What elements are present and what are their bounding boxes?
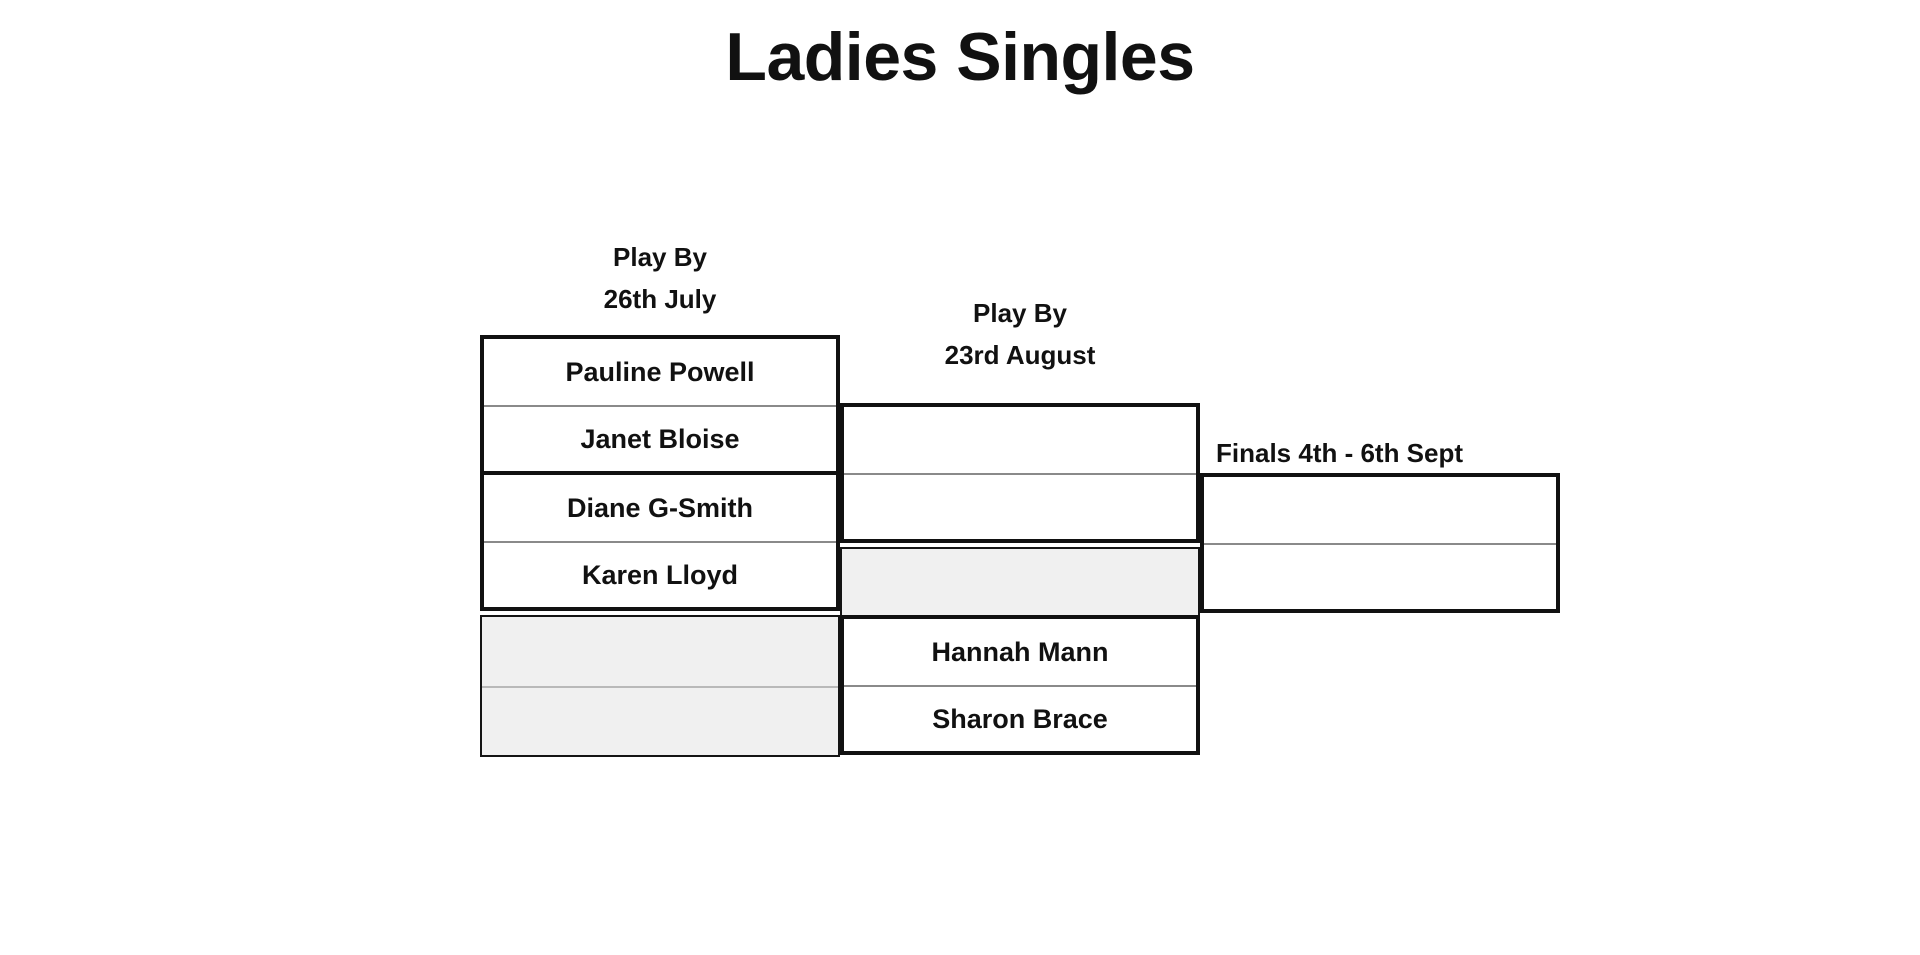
round-3-heading: Finals 4th - 6th Sept	[1200, 432, 1560, 474]
bracket-slot[interactable]: Hannah Mann	[844, 619, 1196, 685]
match-r1-m1[interactable]: Pauline Powell Janet Bloise	[480, 335, 840, 475]
bracket-slot[interactable]: Karen Lloyd	[484, 541, 836, 607]
bracket-slot[interactable]	[842, 549, 1198, 618]
player-name: Diane G-Smith	[566, 492, 754, 523]
player-name: Pauline Powell	[565, 356, 755, 387]
bracket-slot[interactable]	[844, 473, 1196, 539]
match-r3-m1[interactable]	[1200, 473, 1560, 613]
round-1-column: Pauline Powell Janet Bloise Diane G-Smit…	[480, 335, 840, 759]
bracket-slot[interactable]	[482, 617, 838, 686]
match-r2-m2[interactable]	[840, 547, 1200, 620]
bracket-slot[interactable]	[1204, 543, 1556, 609]
round-2-heading: Play By 23rd August	[840, 292, 1200, 376]
page-title: Ladies Singles	[725, 19, 1195, 95]
bracket-slot[interactable]: Pauline Powell	[484, 339, 836, 405]
round-2-heading-line-2: 23rd August	[944, 340, 1096, 371]
player-name: Sharon Brace	[932, 703, 1108, 734]
bracket-slot[interactable]	[844, 407, 1196, 473]
round-2-column: Hannah Mann Sharon Brace	[840, 335, 1200, 759]
match-r2-m3[interactable]: Hannah Mann Sharon Brace	[840, 615, 1200, 755]
match-r1-m2[interactable]: Diane G-Smith Karen Lloyd	[480, 471, 840, 611]
round-1-heading-line-2: 26th July	[603, 284, 717, 315]
bracket-slot[interactable]	[1204, 477, 1556, 543]
round-2-heading-line-1: Play By	[973, 298, 1067, 328]
player-name: Hannah Mann	[931, 636, 1109, 667]
tournament-bracket: Pauline Powell Janet Bloise Diane G-Smit…	[480, 335, 1560, 759]
round-1-heading: Play By 26th July	[480, 236, 840, 320]
player-name: Janet Bloise	[580, 423, 740, 454]
round-1-heading-line-1: Play By	[613, 242, 707, 272]
match-r1-m3[interactable]	[480, 615, 840, 757]
player-name: Karen Lloyd	[581, 559, 739, 590]
round-3-column	[1200, 335, 1560, 759]
bracket-slot[interactable]: Janet Bloise	[484, 405, 836, 471]
bracket-slot[interactable]: Sharon Brace	[844, 685, 1196, 751]
bracket-slot[interactable]	[482, 686, 838, 755]
round-3-heading-line-1: Finals 4th - 6th Sept	[1216, 438, 1464, 468]
match-r2-m1[interactable]	[840, 403, 1200, 543]
bracket-slot[interactable]: Diane G-Smith	[484, 475, 836, 541]
